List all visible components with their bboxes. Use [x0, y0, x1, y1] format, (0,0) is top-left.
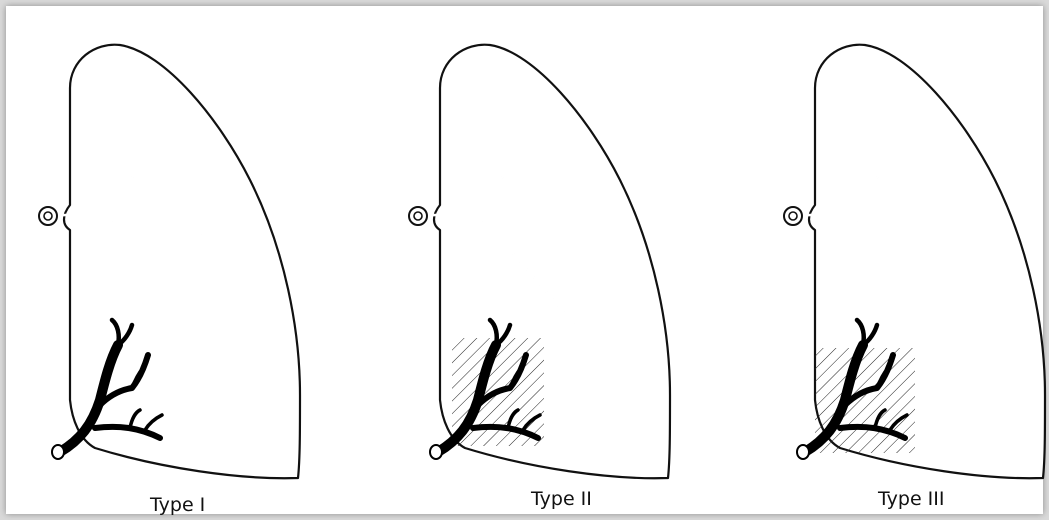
lung-panel-type-1 [39, 45, 300, 479]
label-type-1: Type I [150, 494, 205, 516]
lung-panel-type-3 [784, 45, 1045, 479]
lung-panel-type-2 [409, 45, 670, 479]
label-type-3: Type III [878, 488, 945, 510]
label-type-2: Type II [531, 488, 592, 510]
